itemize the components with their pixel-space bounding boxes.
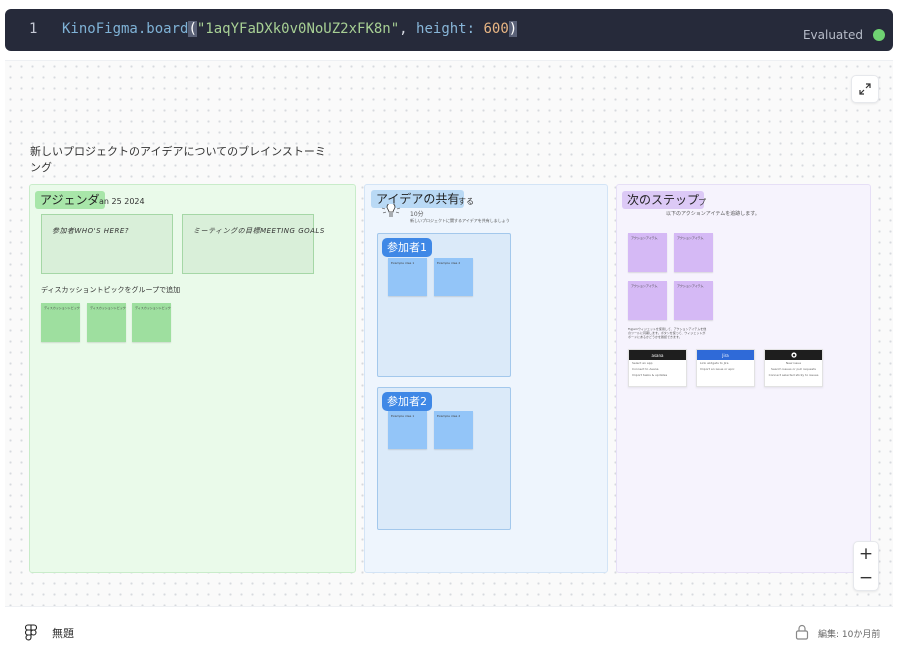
- code-paren-open: (: [188, 21, 197, 37]
- sticky-text: アクションアイテム: [677, 284, 704, 288]
- sticky-note[interactable]: アクションアイテム: [674, 233, 713, 272]
- github-card-header: [765, 350, 822, 360]
- whos-here-box[interactable]: [41, 214, 173, 274]
- card-row[interactable]: Connect to Asana: [632, 367, 659, 371]
- meeting-goals-label: ミーティングの目標MEETING GOALS: [193, 227, 325, 235]
- discussion-heading: ディスカッショントピックをグループで追加: [41, 286, 181, 294]
- participant-label[interactable]: 参加者1: [382, 238, 432, 257]
- sticky-note[interactable]: ディスカッショントピック: [87, 303, 126, 342]
- github-icon: [790, 352, 797, 358]
- meeting-goals-box[interactable]: [182, 214, 314, 274]
- jira-card-header: Jira: [697, 350, 754, 360]
- sticky-text: Example idea 1: [391, 414, 415, 418]
- lock-icon: [795, 624, 809, 640]
- file-name[interactable]: 無題: [52, 627, 74, 640]
- code-board-id: "1aqYFaDXk0v0NoUZ2xFK8n": [196, 21, 400, 37]
- code-line[interactable]: KinoFigma.board("1aqYFaDXk0v0NoUZ2xFK8n"…: [62, 21, 518, 37]
- github-widget-card[interactable]: New issue Search issues or pull requests…: [764, 349, 823, 387]
- sticky-text: ディスカッショントピック: [135, 306, 171, 310]
- sticky-text: Example idea 1: [391, 261, 415, 265]
- section-next-steps-label[interactable]: 次のステップ: [622, 191, 705, 209]
- sticky-note[interactable]: Example idea 1: [388, 411, 427, 449]
- sticky-text: Example idea 2: [437, 261, 461, 265]
- asana-widget-card[interactable]: asana Select an app Connect to Asana Imp…: [628, 349, 687, 387]
- card-row[interactable]: Connect selected sticky to issues: [768, 373, 819, 377]
- evaluation-status: Evaluated: [802, 28, 863, 42]
- expand-icon: [859, 83, 871, 95]
- sticky-text: アクションアイテム: [631, 284, 658, 288]
- sticky-note[interactable]: アクションアイテム: [628, 281, 667, 320]
- sticky-note[interactable]: ディスカッショントピック: [41, 303, 80, 342]
- sticky-text: ディスカッショントピック: [44, 306, 80, 310]
- sticky-note[interactable]: アクションアイテム: [674, 281, 713, 320]
- section-ideas-label-tail: する: [458, 197, 474, 206]
- lightbulb-icon: [381, 204, 401, 217]
- line-number: 1: [29, 21, 38, 37]
- widgets-note: FigJamウィジェットを使用して、アクションアイテムを他のツールに同期します。…: [628, 327, 707, 339]
- card-row[interactable]: Import tasks & updates: [632, 373, 668, 377]
- sticky-text: アクションアイテム: [631, 236, 658, 240]
- last-edited: 編集: 10か月前: [818, 630, 881, 640]
- zoom-controls: + −: [853, 541, 879, 591]
- board-title: 新しいプロジェクトのアイデアについてのブレインストーミング: [30, 145, 326, 174]
- ideas-timer: 10分: [410, 211, 424, 218]
- card-row[interactable]: Select an app: [632, 361, 653, 365]
- section-agenda-label[interactable]: アジェンダ: [35, 191, 105, 209]
- sticky-text: Example idea 2: [437, 414, 461, 418]
- code-option-value: 600: [483, 21, 509, 37]
- asana-card-header: asana: [629, 350, 686, 360]
- sticky-text: ディスカッショントピック: [90, 306, 126, 310]
- sticky-note[interactable]: アクションアイテム: [628, 233, 667, 272]
- sticky-note[interactable]: Example idea 2: [434, 411, 473, 449]
- next-steps-subtitle: 以下のアクションアイテムを追跡します。: [666, 211, 760, 217]
- card-row[interactable]: Link widgets to Jira: [700, 361, 729, 365]
- zoom-out-button[interactable]: −: [858, 568, 874, 588]
- code-separator: ,: [399, 21, 417, 37]
- code-option-key: height:: [416, 21, 484, 37]
- card-row[interactable]: New issue: [785, 361, 802, 365]
- agenda-date: an 25 2024: [99, 197, 145, 206]
- section-ideas-label[interactable]: アイデアの共有: [371, 190, 465, 208]
- code-paren-close: ): [508, 21, 518, 37]
- sticky-text: アクションアイテム: [677, 236, 704, 240]
- fullscreen-button[interactable]: [851, 75, 879, 103]
- participant-area[interactable]: [377, 233, 511, 377]
- sticky-note[interactable]: ディスカッショントピック: [132, 303, 171, 342]
- jira-widget-card[interactable]: Jira Link widgets to Jira Import an issu…: [696, 349, 755, 387]
- status-indicator-icon: [873, 29, 885, 41]
- sticky-note[interactable]: Example idea 1: [388, 258, 427, 296]
- participant-label[interactable]: 参加者2: [382, 392, 432, 411]
- card-row[interactable]: Import an issue or epic: [700, 367, 735, 371]
- figma-icon: [25, 624, 37, 641]
- sticky-note[interactable]: Example idea 2: [434, 258, 473, 296]
- section-next-steps-label-tail: プ: [698, 198, 706, 207]
- code-cell[interactable]: 1 KinoFigma.board("1aqYFaDXk0v0NoUZ2xFK8…: [5, 9, 893, 51]
- zoom-in-button[interactable]: +: [858, 544, 874, 564]
- ideas-instruction: 新しいプロジェクトに関するアイデアを共有しましょう: [410, 218, 510, 223]
- code-function: .board: [137, 21, 189, 37]
- card-row[interactable]: Search issues or pull requests: [771, 367, 816, 371]
- whos-here-label: 参加者WHO'S HERE?: [52, 227, 129, 235]
- board-footer: 無題 編集: 10か月前: [5, 606, 893, 658]
- code-module: KinoFigma: [62, 21, 138, 37]
